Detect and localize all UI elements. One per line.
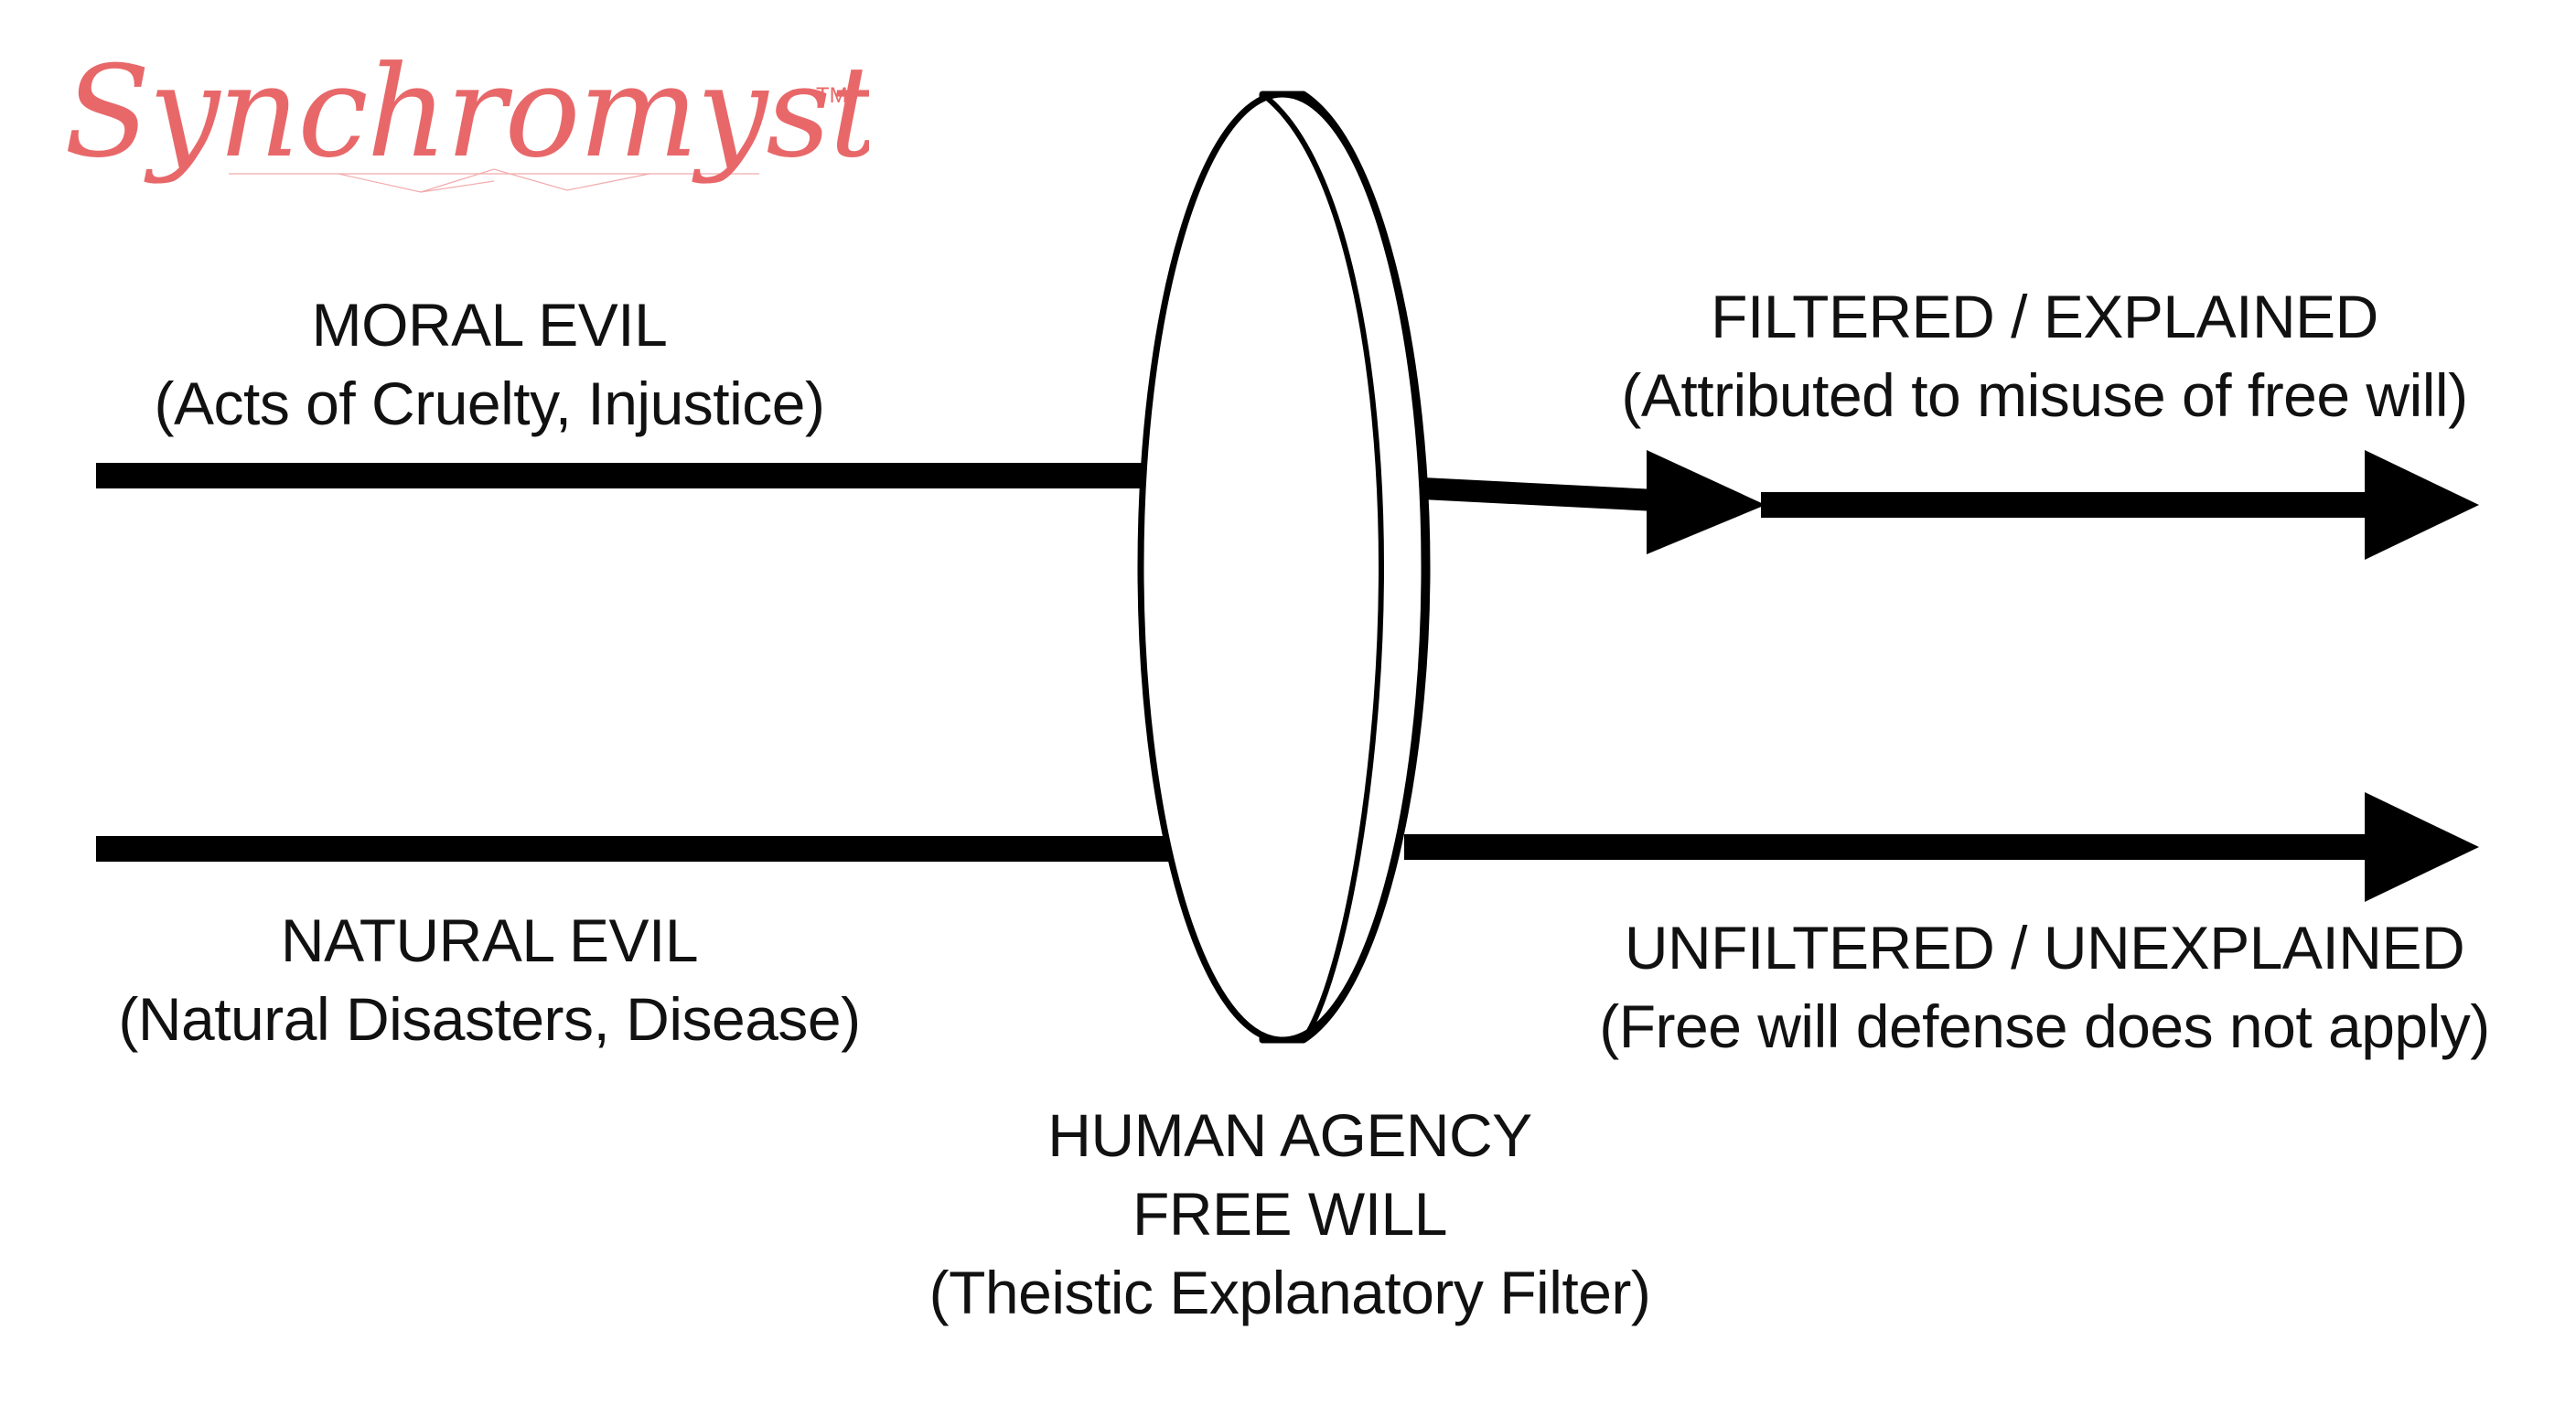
unfiltered-title: UNFILTERED / UNEXPLAINED xyxy=(1624,914,2465,981)
filter-line-3: (Theistic Explanatory Filter) xyxy=(928,1259,1651,1326)
human-agency-lens xyxy=(1137,91,1431,1044)
moral-evil-subtitle: (Acts of Cruelty, Injustice) xyxy=(154,370,825,437)
filtered-subtitle: (Attributed to misuse of free will) xyxy=(1621,361,2468,429)
filtered-title: FILTERED / EXPLAINED xyxy=(1711,283,2378,350)
natural-evil-subtitle: (Natural Disasters, Disease) xyxy=(118,985,861,1053)
synchromystique-logo: Synchromystique TM xyxy=(64,38,869,193)
logo-trademark: TM xyxy=(816,83,848,108)
logo-decoration xyxy=(229,168,759,193)
moral-evil-label: MORAL EVIL (Acts of Cruelty, Injustice) xyxy=(32,285,947,443)
moral-evil-title: MORAL EVIL xyxy=(311,291,668,359)
human-agency-filter-label: HUMAN AGENCY FREE WILL (Theistic Explana… xyxy=(787,1096,1793,1332)
filter-line-2: FREE WILL xyxy=(1132,1180,1447,1248)
unfiltered-output-arrow xyxy=(1404,792,2479,902)
natural-evil-label: NATURAL EVIL (Natural Disasters, Disease… xyxy=(32,901,947,1058)
logo-wordmark: Synchromystique xyxy=(64,38,869,186)
unfiltered-unexplained-label: UNFILTERED / UNEXPLAINED (Free will defe… xyxy=(1496,908,2576,1066)
unfiltered-subtitle: (Free will defense does not apply) xyxy=(1599,992,2490,1060)
filter-line-1: HUMAN AGENCY xyxy=(1047,1101,1532,1169)
filtered-explained-label: FILTERED / EXPLAINED (Attributed to misu… xyxy=(1496,277,2576,434)
filtered-output-arrow xyxy=(1422,450,2479,560)
natural-evil-title: NATURAL EVIL xyxy=(280,906,699,974)
